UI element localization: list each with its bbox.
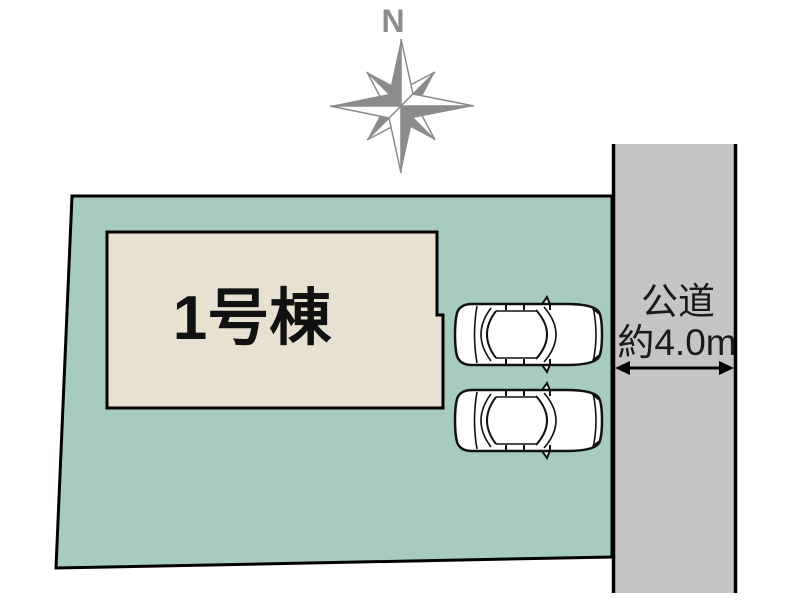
- arrow-head-left-icon: [615, 361, 630, 375]
- compass-rose-icon: [329, 38, 475, 174]
- compass-cardinals-dark: [330, 39, 474, 173]
- arrow-head-right-icon: [719, 361, 734, 375]
- parked-car-1: [453, 295, 604, 374]
- building-name-label: 1号棟: [173, 284, 332, 353]
- compass-cardinals-light: [329, 38, 475, 174]
- building-footprint: [105, 230, 445, 410]
- road-width-arrow: [615, 361, 734, 375]
- parked-car-2: [453, 381, 604, 460]
- compass-north-label: N: [381, 3, 404, 39]
- road-width-label: 約4.0m: [617, 322, 736, 363]
- road-name-label: 公道: [641, 281, 715, 322]
